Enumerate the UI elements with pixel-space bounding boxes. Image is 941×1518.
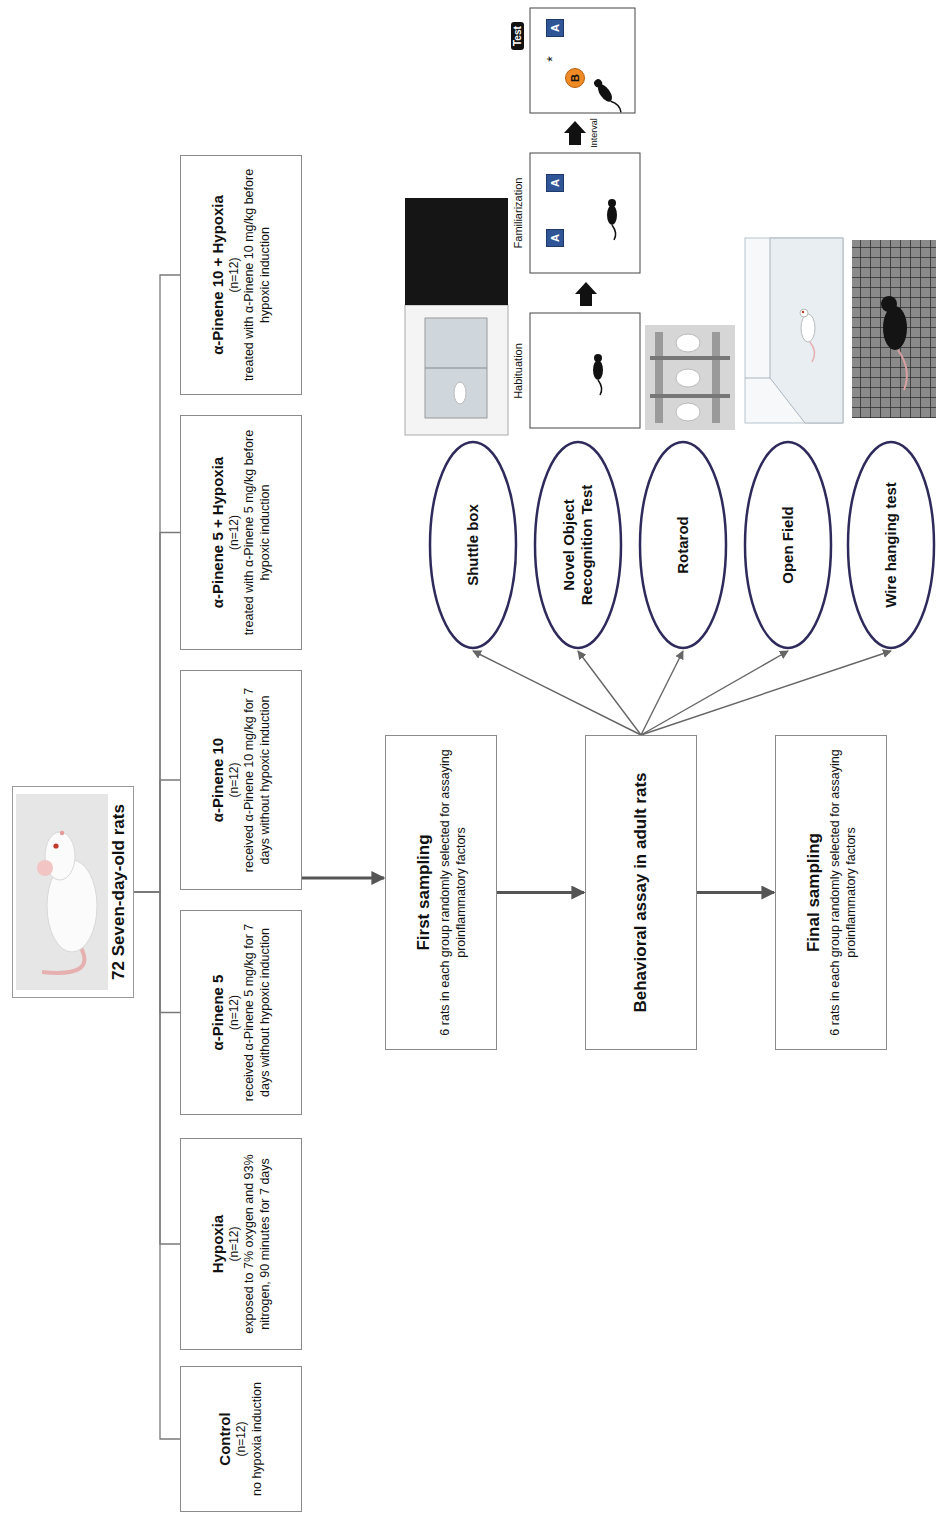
group-description: received α-Pinene 5 mg/kg for 7 days wit… (242, 919, 273, 1106)
test-ellipse: Shuttle box (428, 440, 518, 650)
connector (134, 892, 180, 1244)
group-size: (n=12) (227, 679, 243, 881)
connector (697, 891, 774, 894)
group-description: treated with α-Pinene 5 mg/kg before hyp… (242, 424, 273, 641)
group-size: (n=12) (234, 1375, 250, 1503)
connector (134, 533, 180, 893)
stage-label: Familiarization (512, 178, 524, 249)
process-description: 6 rats in each group randomly selected f… (437, 744, 470, 1041)
group-size: (n=12) (227, 1147, 243, 1341)
process-box: Final sampling6 rats in each group rando… (775, 735, 887, 1050)
test-name: Rotarod (674, 486, 692, 604)
group-title: α-Pinene 10 + Hypoxia (209, 164, 227, 386)
group-box: α-Pinene 10(n=12)received α-Pinene 10 mg… (180, 670, 302, 890)
process-title: Final sampling (803, 744, 824, 1041)
open-field-photo (745, 238, 843, 423)
test-ellipse: Wire hanging test (846, 440, 936, 650)
object-letter: A (549, 234, 561, 242)
connector (641, 651, 891, 735)
process-title: Behavioral assay in adult rats (630, 744, 652, 1041)
object-letter: A (549, 24, 561, 32)
group-description: treated with α-Pinene 10 mg/kg before hy… (242, 164, 273, 386)
test-name: Novel Object Recognition Test (560, 440, 596, 650)
ellipse-shape (848, 442, 934, 648)
process-description: 6 rats in each group randomly selected f… (827, 744, 860, 1041)
object-square: A (546, 229, 564, 247)
test-ellipse: Rotarod (638, 440, 728, 650)
group-description: received α-Pinene 10 mg/kg for 7 days wi… (242, 679, 273, 881)
connector (578, 651, 641, 735)
connector (302, 877, 384, 880)
connector (134, 780, 180, 892)
connector (134, 892, 180, 1439)
nor-panels (530, 8, 640, 428)
group-title: α-Pinene 5 (209, 919, 227, 1106)
group-description: exposed to 7% oxygen and 93% nitrogen, 9… (242, 1147, 273, 1341)
group-size: (n=12) (227, 424, 243, 641)
test-name: Shuttle box (464, 474, 482, 616)
group-title: Hypoxia (209, 1147, 227, 1341)
object-letter: A (549, 179, 561, 187)
group-title: Control (216, 1375, 234, 1503)
ellipse-shape (430, 442, 516, 648)
group-size: (n=12) (227, 919, 243, 1106)
group-box: α-Pinene 5 + Hypoxia(n=12)treated with α… (180, 415, 302, 650)
test-name: Open Field (779, 476, 797, 614)
connector (473, 651, 641, 735)
connector (134, 275, 180, 892)
process-box: Behavioral assay in adult rats (585, 735, 697, 1050)
cohort-title: 72 Seven-day-old rats (109, 791, 129, 993)
connector (497, 891, 584, 894)
interval-label: Interval (589, 118, 599, 148)
phase-tag: Test (511, 22, 524, 50)
significance-mark: * (544, 56, 560, 61)
object-square: A (546, 19, 564, 37)
group-size: (n=12) (227, 164, 243, 386)
connector (134, 892, 180, 1013)
object-letter: B (569, 74, 581, 82)
group-box: α-Pinene 10 + Hypoxia(n=12)treated with … (180, 155, 302, 395)
test-ellipse: Novel Object Recognition Test (533, 440, 623, 650)
shuttle-box-photo (405, 198, 508, 435)
rat-photo (16, 794, 108, 990)
group-box: Control(n=12)no hypoxia induction (180, 1366, 302, 1512)
group-box: Hypoxia(n=12)exposed to 7% oxygen and 93… (180, 1138, 302, 1350)
test-name: Wire hanging test (882, 452, 900, 638)
object-circle: B (565, 68, 585, 88)
phase-label: Test (512, 26, 523, 46)
ellipse-shape (745, 442, 831, 648)
process-title: First sampling (413, 744, 434, 1041)
object-square: A (546, 174, 564, 192)
wire-hanging-photo (852, 240, 936, 418)
group-title: α-Pinene 5 + Hypoxia (209, 424, 227, 641)
process-box: First sampling6 rats in each group rando… (385, 735, 497, 1050)
cohort-box: 72 Seven-day-old rats (12, 786, 134, 998)
group-box: α-Pinene 5(n=12)received α-Pinene 5 mg/k… (180, 910, 302, 1115)
group-description: no hypoxia induction (250, 1375, 266, 1503)
stage-label: Habituation (512, 343, 524, 399)
ellipse-shape (640, 442, 726, 648)
group-title: α-Pinene 10 (209, 679, 227, 881)
test-ellipse: Open Field (743, 440, 833, 650)
rotarod-photo (645, 325, 735, 430)
